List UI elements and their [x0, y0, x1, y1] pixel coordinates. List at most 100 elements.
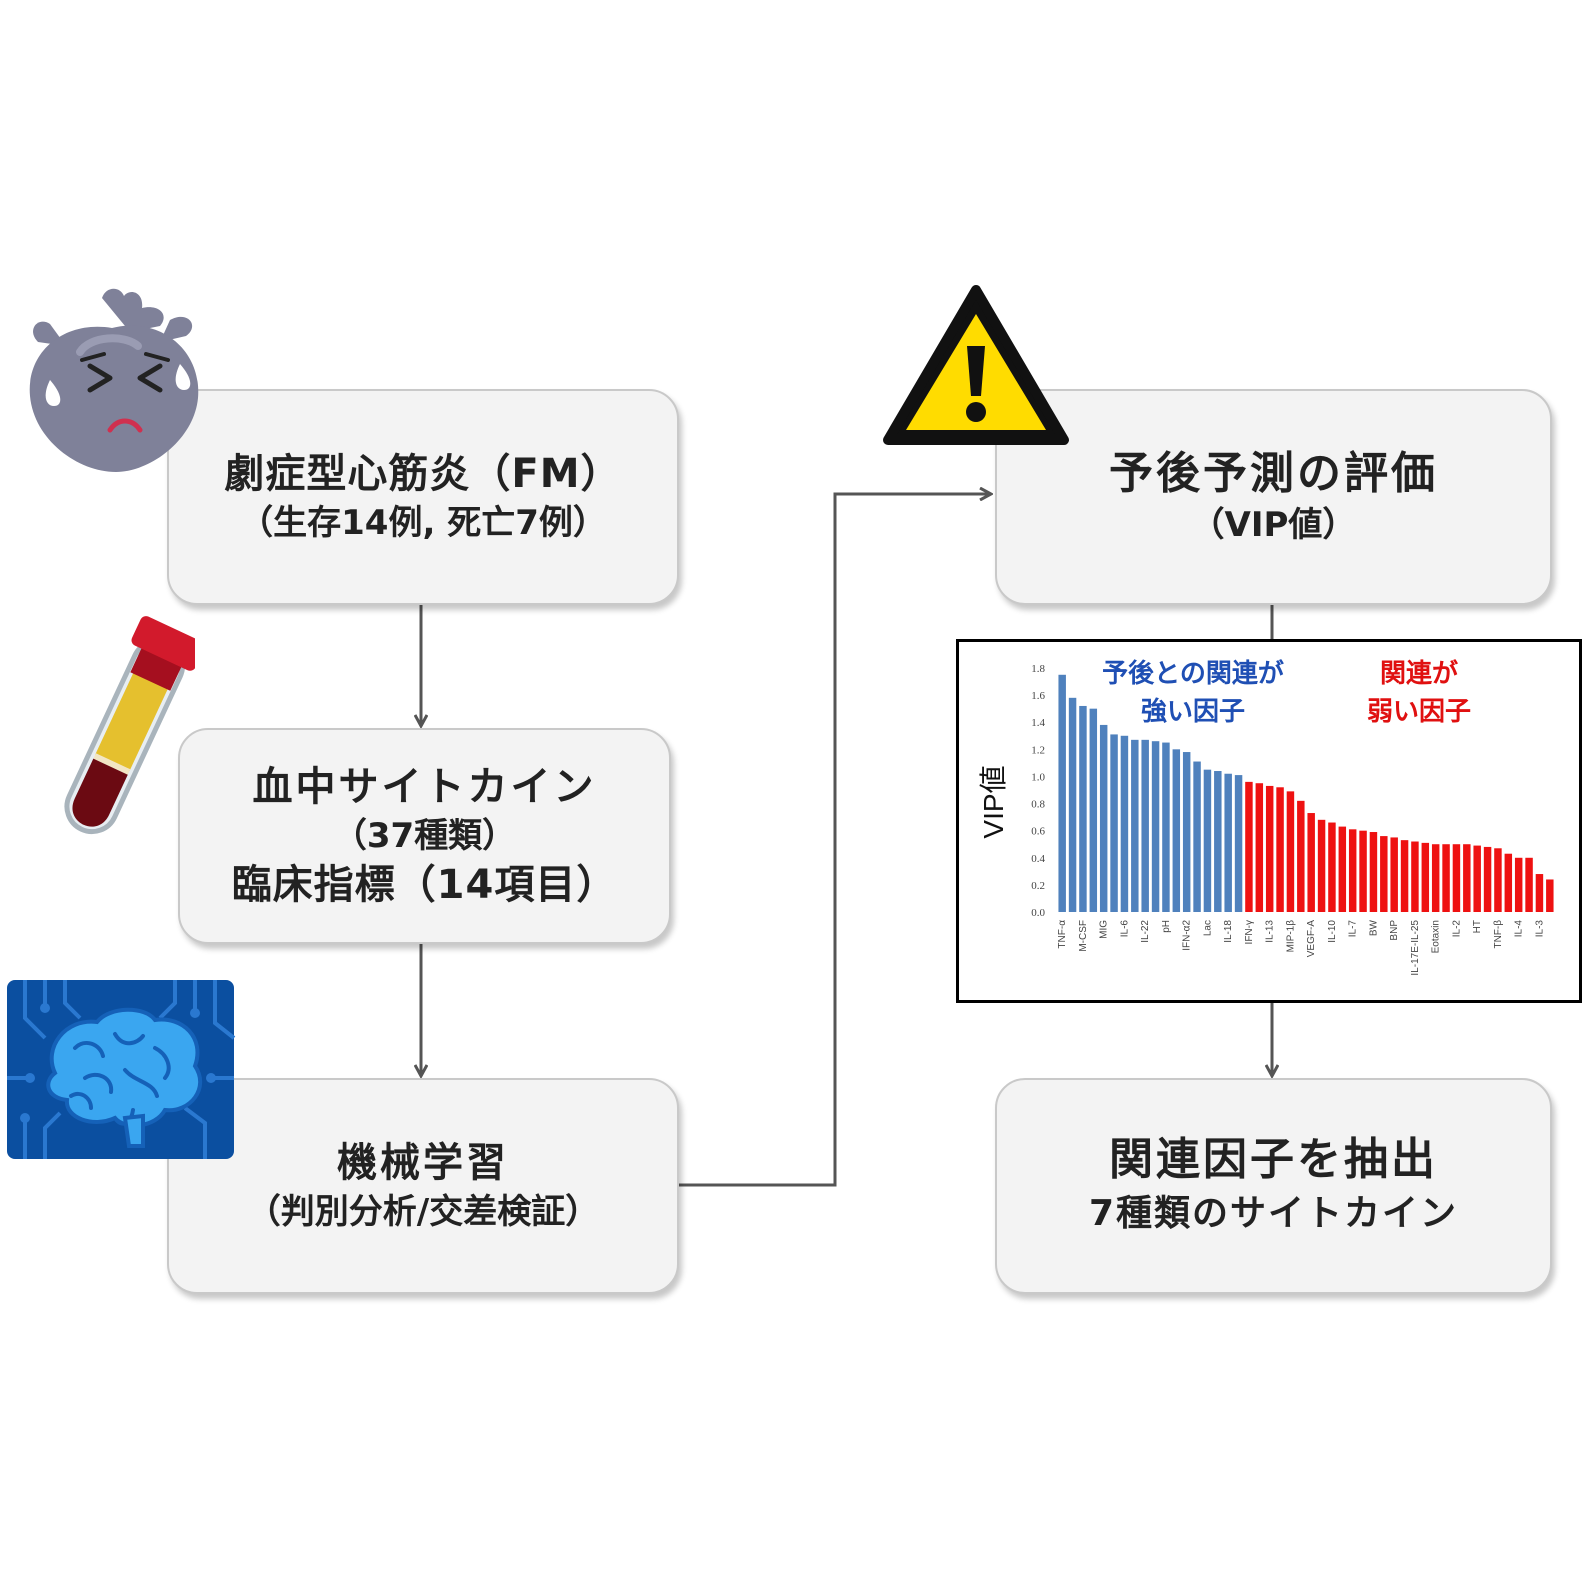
- sad-heart-icon: [29, 288, 199, 472]
- x-tick-label-0: TNF-α: [1057, 920, 1068, 949]
- bar-12: [1182, 752, 1191, 912]
- bar-17: [1234, 775, 1243, 912]
- y-tick-label-3: 0.6: [1031, 826, 1045, 838]
- strong-factor-label-line2: 強い因子: [1141, 697, 1245, 727]
- arrow-ml-to-eval: [677, 494, 990, 1187]
- bar-3: [1089, 708, 1098, 912]
- y-tick-label-6: 1.2: [1031, 744, 1045, 756]
- ml-subtitle: （判別分析/交差検証）: [246, 1192, 600, 1232]
- y-tick-label-7: 1.4: [1031, 717, 1045, 729]
- bar-30: [1369, 832, 1378, 912]
- x-tick-label-3: IL-6: [1119, 920, 1130, 938]
- eval-subtitle: （VIP値）: [1190, 505, 1357, 545]
- x-tick-label-4: IL-22: [1140, 920, 1151, 943]
- bars: [1058, 674, 1554, 912]
- blood-tube-icon: [64, 616, 195, 835]
- bar-45: [1525, 857, 1533, 912]
- bar-16: [1224, 773, 1232, 912]
- bar-32: [1390, 837, 1398, 912]
- bar-44: [1514, 857, 1523, 912]
- bar-29: [1359, 830, 1367, 912]
- bar-8: [1141, 739, 1149, 912]
- x-tick-label-22: IL-4: [1514, 920, 1525, 938]
- x-tick-label-9: IFN-γ: [1244, 920, 1255, 944]
- x-tick-label-20: HT: [1472, 920, 1483, 933]
- cytokine-title: 血中サイトカイン: [252, 764, 597, 810]
- bar-6: [1120, 735, 1129, 912]
- bar-41: [1483, 846, 1492, 912]
- x-tick-label-23: IL-3: [1534, 920, 1545, 938]
- extract-title: 関連因子を抽出: [1109, 1134, 1438, 1185]
- bar-14: [1203, 769, 1212, 912]
- cytokine-box: 血中サイトカイン （37種類） 臨床指標（14項目）: [178, 728, 671, 944]
- bar-28: [1348, 829, 1357, 912]
- fm-subtitle: （生存14例, 死亡7例）: [239, 503, 607, 543]
- warning-icon: [883, 285, 1069, 445]
- bar-39: [1463, 844, 1471, 912]
- bar-4: [1099, 724, 1108, 912]
- bar-21: [1276, 787, 1284, 912]
- y-tick-label-8: 1.6: [1031, 690, 1045, 702]
- bar-46: [1535, 874, 1544, 912]
- eval-box: 予後予測の評価 （VIP値）: [995, 389, 1552, 605]
- extract-box: 関連因子を抽出 7種類のサイトカイン: [995, 1078, 1552, 1294]
- bar-13: [1193, 761, 1201, 912]
- x-tick-label-13: IL-10: [1327, 920, 1338, 943]
- bar-25: [1317, 819, 1326, 912]
- clinical-indicators: 臨床指標（14項目）: [231, 862, 618, 908]
- x-tick-label-2: MIG: [1099, 920, 1110, 939]
- y-tick-label-1: 0.2: [1031, 880, 1045, 892]
- bar-38: [1452, 844, 1461, 912]
- bar-22: [1286, 791, 1295, 912]
- bar-9: [1151, 741, 1160, 912]
- bar-10: [1162, 742, 1170, 912]
- weak-factor-label-line1: 関連が: [1380, 658, 1458, 689]
- x-tick-label-19: IL-2: [1451, 920, 1462, 938]
- bar-18: [1245, 781, 1253, 912]
- bar-27: [1338, 826, 1347, 912]
- fm-title: 劇症型心筋炎（FM）: [224, 451, 622, 497]
- bar-37: [1442, 844, 1450, 912]
- bar-47: [1546, 879, 1554, 912]
- x-axis-ticks: TNF-α M-CSF MIG IL-6 IL-22 pH IFN-α2 Lac IL-18 IF…: [1057, 919, 1545, 975]
- x-tick-label-6: IFN-α2: [1182, 920, 1193, 951]
- bar-0: [1058, 674, 1066, 912]
- x-tick-label-18: Eotaxin: [1431, 920, 1442, 953]
- x-tick-label-17: IL-17E-IL-25: [1410, 920, 1421, 976]
- cytokine-count: （37種類）: [332, 816, 517, 856]
- bar-19: [1255, 783, 1264, 912]
- bar-2: [1079, 705, 1087, 912]
- y-tick-label-9: 1.8: [1031, 663, 1045, 675]
- bar-24: [1307, 813, 1315, 912]
- x-tick-label-21: TNF-β: [1493, 920, 1504, 949]
- x-tick-label-11: MIP-1β: [1285, 920, 1296, 953]
- y-tick-label-2: 0.4: [1031, 853, 1045, 865]
- ml-title: 機械学習: [337, 1140, 509, 1186]
- bar-23: [1297, 800, 1305, 912]
- x-tick-label-1: M-CSF: [1078, 920, 1089, 952]
- bar-42: [1494, 848, 1502, 912]
- y-tick-label-0: 0.0: [1031, 907, 1045, 919]
- x-tick-label-8: IL-18: [1223, 920, 1234, 943]
- bar-43: [1504, 853, 1513, 912]
- x-tick-label-10: IL-13: [1265, 920, 1276, 943]
- x-tick-label-16: BNP: [1389, 920, 1400, 941]
- bar-1: [1068, 697, 1077, 912]
- bar-11: [1172, 749, 1181, 912]
- bar-35: [1421, 842, 1430, 912]
- bar-33: [1400, 840, 1409, 912]
- x-tick-label-14: IL-7: [1348, 920, 1359, 938]
- x-tick-label-12: VEGF-A: [1306, 920, 1317, 958]
- y-tick-label-4: 0.8: [1031, 799, 1045, 811]
- x-tick-label-7: Lac: [1202, 920, 1213, 936]
- x-tick-label-5: pH: [1161, 920, 1172, 933]
- bar-15: [1214, 771, 1222, 912]
- ml-box: 機械学習 （判別分析/交差検証）: [167, 1078, 679, 1294]
- y-axis-ticks: 0.00.20.40.60.81.01.21.41.61.8: [1031, 663, 1045, 919]
- bar-36: [1431, 844, 1440, 912]
- bar-7: [1131, 739, 1139, 912]
- fm-box: 劇症型心筋炎（FM） （生存14例, 死亡7例）: [167, 389, 679, 605]
